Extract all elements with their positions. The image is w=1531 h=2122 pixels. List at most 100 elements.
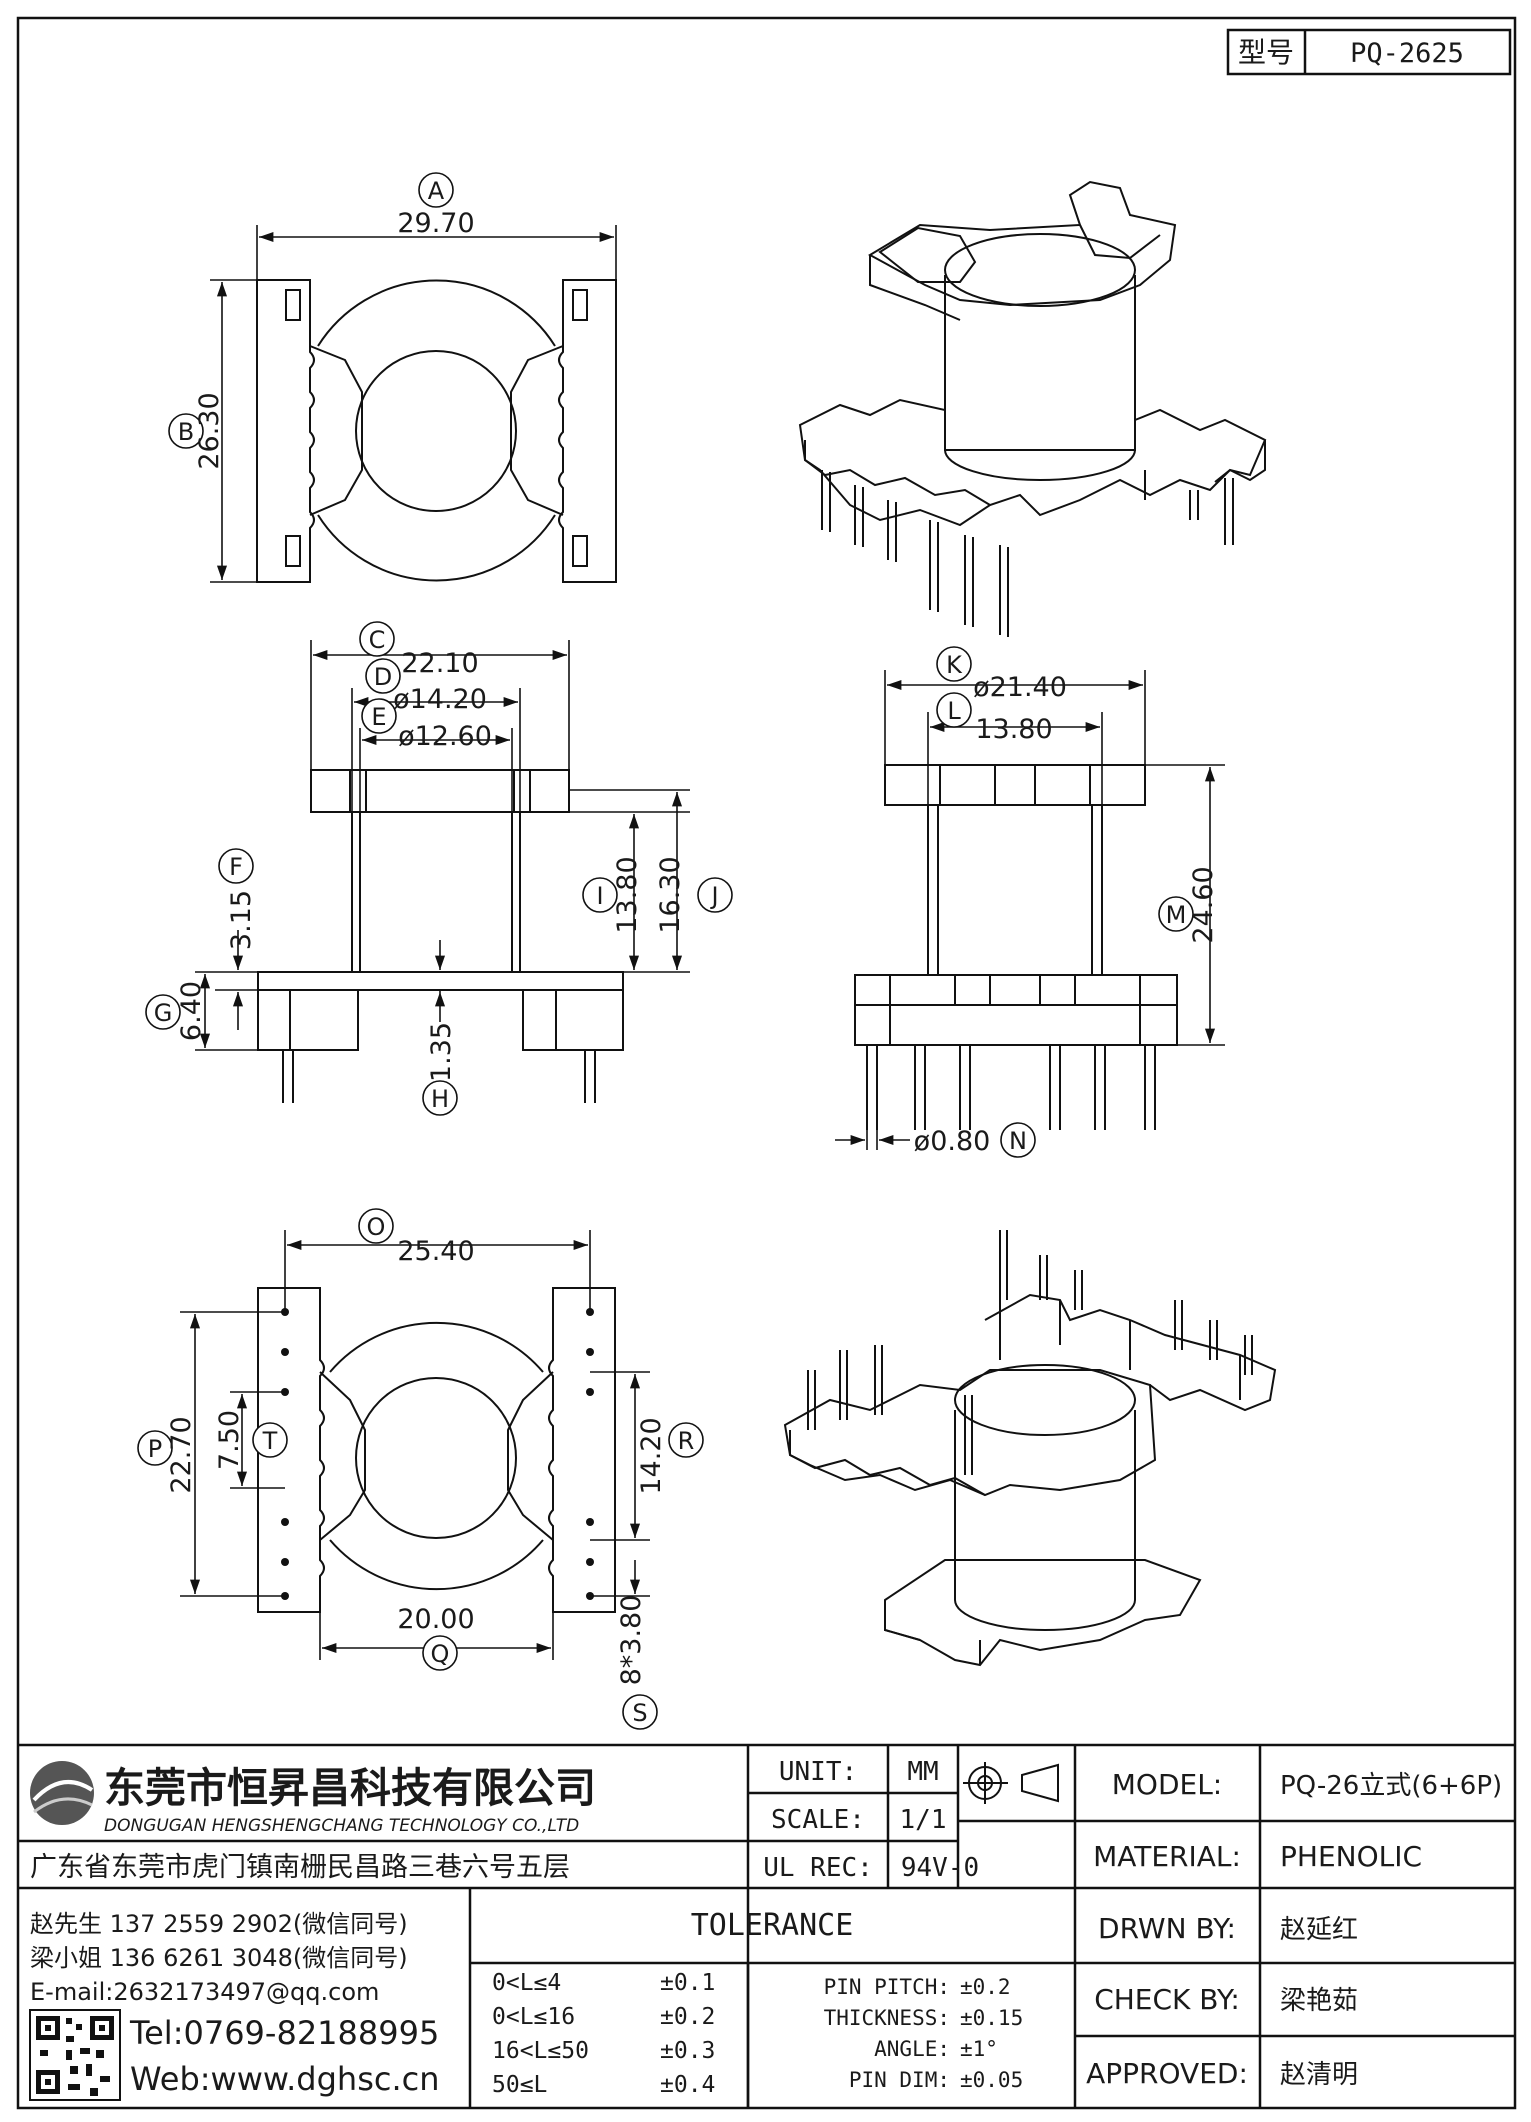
tolerance-extra: PIN PITCH: ±0.2 THICKNESS: ±0.15 ANGLE: …	[824, 1975, 1024, 2092]
dim-O-value: 25.40	[397, 1236, 474, 1267]
balloon-I: I	[582, 877, 618, 913]
contact-email: E-mail:2632173497@qq.com	[30, 1978, 379, 2006]
tolerance-extra-value: ±1°	[960, 2037, 998, 2061]
tolerance-value: ±0.3	[660, 2038, 715, 2064]
tolerance-range: 0<L≤4	[492, 1970, 561, 1996]
svg-text:N: N	[1009, 1127, 1027, 1155]
svg-text:F: F	[229, 853, 243, 881]
dim-P-value: 22.70	[166, 1416, 197, 1493]
check-value: 梁艳茹	[1280, 1986, 1358, 2016]
approved-label: APPROVED:	[1086, 2057, 1248, 2090]
svg-text:G: G	[154, 999, 173, 1027]
tolerance-extra-name: PIN PITCH:	[824, 1975, 950, 1999]
svg-text:R: R	[678, 1427, 695, 1455]
balloon-M: M	[1158, 896, 1194, 932]
balloon-G: G	[145, 994, 181, 1030]
dim-T-value: 7.50	[214, 1410, 245, 1470]
dim-H-value: 1.35	[426, 1022, 457, 1082]
balloon-E: E	[361, 698, 397, 734]
tolerance-range: 0<L≤16	[492, 2004, 575, 2030]
contact-1: 赵先生 137 2559 2902(微信同号)	[30, 1910, 408, 1938]
dim-M-value: 24.60	[1188, 866, 1219, 943]
balloon-H: H	[422, 1080, 458, 1116]
balloon-A: A	[418, 172, 454, 208]
iso-view-bottom	[783, 1230, 1277, 1667]
balloon-S: S	[622, 1694, 658, 1730]
dim-K-value: ø21.40	[973, 672, 1067, 703]
balloon-L: L	[936, 692, 972, 728]
dim-E-value: ø12.60	[398, 721, 492, 752]
balloon-D: D	[365, 658, 401, 694]
svg-text:Q: Q	[431, 1640, 450, 1668]
balloon-F: F	[218, 848, 254, 884]
svg-text:M: M	[1166, 901, 1187, 929]
ulrec-label: UL REC:	[763, 1853, 873, 1883]
top-view-dims	[210, 225, 617, 583]
svg-text:L: L	[947, 697, 961, 725]
title-block-grid	[18, 1743, 1515, 2108]
unit-label: UNIT:	[779, 1757, 857, 1787]
company-logo	[30, 1761, 94, 1825]
svg-text:I: I	[596, 882, 603, 910]
svg-text:C: C	[369, 626, 386, 654]
bottom-view-dims	[180, 1230, 650, 1660]
company-address: 广东省东莞市虎门镇南栅民昌路三巷六号五层	[30, 1852, 570, 1883]
dim-D-value: ø14.20	[393, 684, 487, 715]
tolerance-extra-name: PIN DIM:	[849, 2068, 950, 2092]
svg-text:E: E	[371, 703, 386, 731]
top-view	[256, 279, 617, 583]
tolerance-extra-value: ±0.15	[960, 2006, 1023, 2030]
header-model-label: 型号	[1238, 36, 1294, 69]
tolerance-extra-value: ±0.2	[960, 1975, 1011, 1999]
approved-value: 赵清明	[1280, 2060, 1358, 2090]
tolerance-title: TOLERANCE	[691, 1908, 854, 1943]
balloon-T: T	[252, 1422, 288, 1458]
front-view-dims	[195, 640, 690, 1051]
balloon-P: P	[137, 1430, 173, 1466]
contact-web: Web:www.dghsc.cn	[130, 2060, 440, 2098]
tolerance-extra-name: THICKNESS:	[824, 2006, 950, 2030]
svg-text:A: A	[428, 177, 445, 205]
company-name-en: DONGUGAN HENGSHENGCHANG TECHNOLOGY CO.,L…	[104, 1816, 579, 1836]
dim-B-value: 26.30	[194, 392, 225, 469]
tolerance-range: 16<L≤50	[492, 2038, 589, 2064]
iso-view-top	[798, 180, 1267, 637]
company-name-cn: 东莞市恒昇昌科技有限公司	[104, 1764, 596, 1812]
balloon-N: N	[1000, 1122, 1036, 1158]
dim-N-value: ø0.80	[914, 1126, 991, 1157]
dim-A-value: 29.70	[397, 208, 474, 239]
dim-R-value: 14.20	[636, 1417, 667, 1494]
tolerance-value: ±0.4	[660, 2072, 715, 2098]
balloon-K: K	[936, 646, 972, 682]
dim-C-value: 22.10	[401, 648, 478, 679]
material-value: PHENOLIC	[1280, 1840, 1422, 1873]
tolerance-extra-value: ±0.05	[960, 2068, 1023, 2092]
svg-text:O: O	[367, 1213, 386, 1241]
tolerance-value: ±0.2	[660, 2004, 715, 2030]
projection-symbol-icon	[963, 1762, 1059, 1804]
svg-text:H: H	[431, 1085, 449, 1113]
sheet-border	[16, 16, 1517, 2110]
model-label: MODEL:	[1112, 1768, 1222, 1801]
balloon-Q: Q	[422, 1635, 458, 1671]
header-model-box: 型号 PQ-2625	[1226, 28, 1512, 76]
svg-text:T: T	[262, 1427, 278, 1455]
dim-J-value: 16.30	[655, 856, 686, 933]
svg-text:P: P	[148, 1435, 162, 1463]
scale-label: SCALE:	[771, 1805, 865, 1835]
header-model-value: PQ-2625	[1350, 38, 1464, 69]
drwn-value: 赵延红	[1280, 1915, 1358, 1945]
svg-text:S: S	[632, 1699, 647, 1727]
svg-text:J: J	[709, 882, 718, 910]
balloon-J: J	[697, 877, 733, 913]
tolerance-extra-name: ANGLE:	[874, 2037, 950, 2061]
balloon-B: B	[168, 413, 204, 449]
scale-value: 1/1	[900, 1805, 947, 1835]
svg-text:K: K	[946, 651, 963, 679]
drwn-label: DRWN BY:	[1098, 1912, 1236, 1945]
model-value: PQ-26立式(6+6P)	[1280, 1771, 1502, 1801]
dim-L-value: 13.80	[975, 714, 1052, 745]
balloon-C: C	[359, 621, 395, 657]
material-label: MATERIAL:	[1093, 1840, 1241, 1873]
